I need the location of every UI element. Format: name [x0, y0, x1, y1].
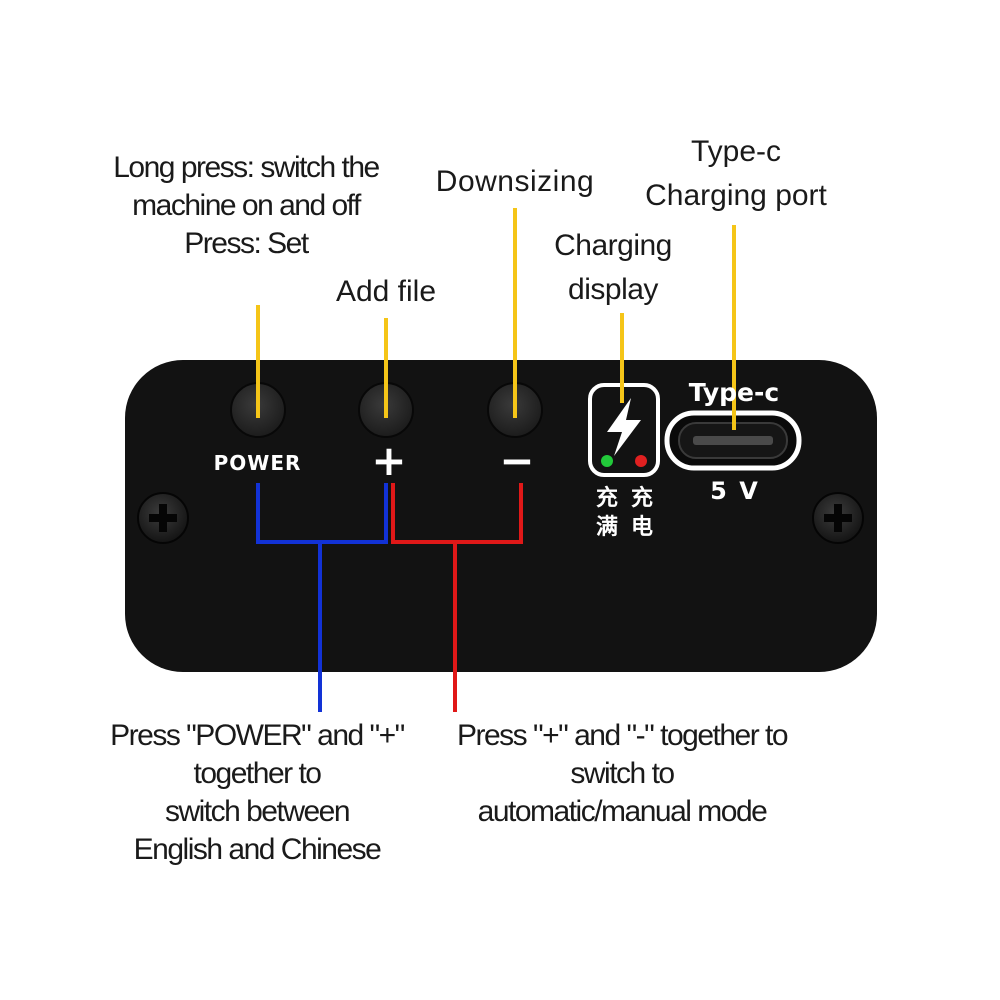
power-callout-line-3: Press: Set — [184, 227, 309, 260]
add-file-callout: Add file — [335, 275, 437, 308]
charging-display-callout-line-1: Charging — [554, 229, 672, 262]
plus-label: + — [371, 436, 407, 485]
combo-power-plus-line-2: together to — [193, 757, 322, 790]
type-c-callout-line-2: Charging port — [645, 179, 827, 212]
minus-label: − — [499, 436, 535, 485]
power-callout: Long press: switch the machine on and of… — [96, 149, 396, 263]
led-charging-indicator — [635, 455, 647, 467]
charging-char-1: 充 — [630, 486, 653, 511]
power-callout-line-1: Long press: switch the — [113, 151, 380, 184]
combo-plus-minus-callout: Press "+" and "-" together to switch to … — [432, 717, 812, 831]
right-screw-icon — [812, 492, 864, 544]
combo-power-plus-callout: Press "POWER" and "+" together to switch… — [92, 717, 422, 869]
type-c-port-icon — [664, 410, 802, 471]
type-c-label: Type-c — [688, 378, 780, 407]
charge-full-char-1: 充 — [595, 486, 618, 511]
left-screw-icon — [137, 492, 189, 544]
charge-full-char-2: 满 — [595, 515, 618, 540]
combo-plus-minus-line-1: Press "+" and "-" together to — [456, 719, 789, 752]
combo-power-plus-line-3: switch between — [164, 795, 351, 828]
combo-plus-minus-line-2: switch to — [570, 757, 675, 790]
power-label: POWER — [213, 451, 302, 475]
yellow-leader-lines — [256, 208, 736, 430]
voltage-label: 5 V — [710, 477, 760, 505]
type-c-callout-line-1: Type-c — [690, 135, 782, 168]
charging-display-callout-line-2: display — [568, 273, 658, 306]
lightning-bolt-icon — [607, 398, 641, 456]
type-c-callout: Type-c Charging port — [626, 130, 846, 218]
charge-full-label: 充 满 — [592, 484, 622, 542]
combo-power-plus-line-4: English and Chinese — [133, 833, 382, 866]
charging-display-callout: Charging display — [530, 224, 696, 312]
combo-plus-minus-line-3: automatic/manual mode — [477, 795, 768, 828]
led-full-indicator — [601, 455, 613, 467]
combo-power-plus-line-1: Press "POWER" and "+" — [110, 719, 405, 752]
downsizing-callout: Downsizing — [435, 165, 595, 198]
charging-label: 充 电 — [627, 484, 657, 542]
charging-char-2: 电 — [630, 515, 653, 540]
power-callout-line-2: machine on and off — [132, 189, 361, 222]
